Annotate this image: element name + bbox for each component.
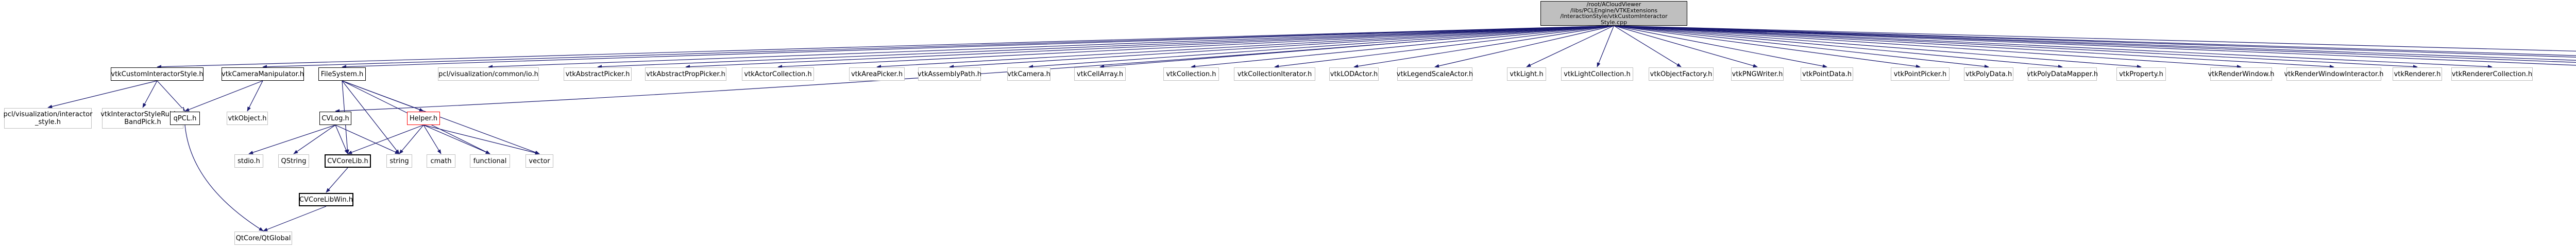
- graph-node-areapicker: vtkAreaPicker.h: [849, 67, 905, 81]
- graph-node-qtglobal: QtCore/QtGlobal: [234, 232, 292, 245]
- graph-edge-root-abstractproppicker: [685, 25, 1614, 69]
- graph-edge-root-lodactor: [1353, 25, 1614, 68]
- graph-node-manipulator[interactable]: vtkCameraManipulator.h: [222, 67, 304, 81]
- graph-node-functional: functional: [470, 154, 510, 168]
- graph-edge-helper-string: [399, 124, 424, 154]
- graph-edge-root-lightcollection: [1597, 25, 1615, 67]
- graph-node-renderwindowinteractor: vtkRenderWindowInteractor.h: [2284, 67, 2384, 81]
- graph-node-cmath: cmath: [427, 154, 455, 168]
- graph-edge-cvlog-string: [335, 124, 400, 154]
- graph-node-string: string: [386, 154, 412, 168]
- graph-node-collection: vtkCollection.h: [1163, 67, 1219, 81]
- graph-edge-root-customstyle: [157, 25, 1614, 69]
- graph-node-qpcl[interactable]: qPCL.h: [170, 112, 200, 125]
- graph-edge-root-polydatamapper: [1614, 25, 2063, 68]
- graph-node-interactorstyle: pcl/visualization/interactor _style.h: [4, 108, 92, 129]
- graph-node-assemblypath: vtkAssemblyPath.h: [918, 67, 981, 81]
- graph-edge-root-version: [1614, 25, 2576, 61]
- graph-edge-root-collection: [1191, 25, 1614, 68]
- graph-edge-root-areapicker: [876, 25, 1614, 69]
- graph-edge-root-textproperty: [1614, 25, 2576, 63]
- graph-node-abstractproppicker: vtkAbstractPropPicker.h: [645, 67, 726, 81]
- graph-edge-root-renderwindowinteractor: [1614, 25, 2334, 69]
- graph-edge-root-objectfactory: [1614, 25, 1682, 67]
- graph-edge-cvcorelibwin-qtglobal: [263, 206, 327, 232]
- graph-node-pointdata: vtkPointData.h: [1801, 67, 1853, 81]
- graph-edge-helper-cvcorelib: [347, 124, 424, 154]
- graph-node-light: vtkLight.h: [1507, 67, 1546, 81]
- graph-node-vector: vector: [526, 154, 553, 168]
- graph-edge-manipulator-qpcl: [184, 80, 263, 112]
- graph-edge-root-abstractpicker: [597, 25, 1614, 69]
- graph-edge-root-manipulator: [262, 25, 1614, 69]
- graph-edge-root-light: [1526, 25, 1614, 67]
- graph-node-helper[interactable]: Helper.h: [407, 112, 440, 125]
- graph-node-customstyle[interactable]: vtkCustomInteractorStyle.h: [111, 67, 204, 81]
- graph-node-abstractpicker: vtkAbstractPicker.h: [564, 67, 632, 81]
- graph-edge-customstyle-qpcl: [157, 80, 185, 112]
- graph-edge-root-renderercollection: [1614, 25, 2493, 69]
- graph-node-legendscaleactor: vtkLegendScaleActor.h: [1397, 67, 1473, 81]
- graph-edge-root-polydata: [1614, 25, 1989, 68]
- graph-node-lightcollection: vtkLightCollection.h: [1561, 67, 1633, 81]
- graph-node-pclio: pcl/visualization/common/io.h: [438, 67, 539, 81]
- graph-node-actorcollection: vtkActorCollection.h: [742, 67, 814, 81]
- graph-edge-root-assemblypath: [949, 25, 1614, 68]
- graph-edge-root-pclio: [488, 25, 1614, 69]
- graph-edge-root-legendscaleactor: [1434, 25, 1614, 68]
- graph-node-qstring: QString: [278, 154, 309, 168]
- graph-node-renderer: vtkRenderer.h: [2393, 67, 2442, 81]
- graph-node-renderercollection: vtkRendererCollection.h: [2451, 67, 2533, 81]
- graph-edge-root-actorcollection: [777, 25, 1614, 69]
- graph-node-cvlog[interactable]: CVLog.h: [319, 112, 351, 125]
- graph-edge-manipulator-vtkobject: [247, 80, 263, 112]
- graph-edge-cvcorelib-cvcorelibwin: [326, 167, 348, 193]
- graph-node-renderwindow: vtkRenderWindow.h: [2208, 67, 2275, 81]
- graph-node-root: /root/ACloudViewer /libs/PCLEngine/VTKEx…: [1540, 1, 1687, 26]
- graph-edge-customstyle-rubberband: [142, 80, 158, 108]
- graph-edge-root-property: [1614, 25, 2142, 68]
- graph-edge-root-pointpicker: [1614, 25, 1921, 68]
- graph-edge-cvlog-qstring: [293, 124, 336, 154]
- graph-node-cvcorelib[interactable]: CVCoreLib.h: [325, 154, 371, 168]
- graph-node-property: vtkProperty.h: [2116, 67, 2166, 81]
- graph-edge-root-filesystem: [342, 25, 1614, 69]
- graph-edge-root-pngwriter: [1614, 25, 1758, 68]
- graph-edge-customstyle-interactorstyle: [47, 80, 158, 109]
- graph-node-polydatamapper: vtkPolyDataMapper.h: [2027, 67, 2098, 81]
- graph-edge-cvlog-stdio: [248, 124, 336, 154]
- graph-edge-root-renderer: [1614, 25, 2418, 69]
- graph-node-cellarray: vtkCellArray.h: [1074, 67, 1126, 81]
- graph-node-stdio: stdio.h: [234, 154, 263, 168]
- graph-edge-root-collectioniterator: [1274, 25, 1614, 68]
- graph-node-camera: vtkCamera.h: [1007, 67, 1050, 81]
- graph-node-polydata: vtkPolyData.h: [1964, 67, 2013, 81]
- graph-edge-root-windowtoimagefilter: [1614, 25, 2576, 58]
- graph-node-rubberband: vtkInteractorStyleRubber BandPick.h: [100, 108, 185, 129]
- graph-node-pngwriter: vtkPNGWriter.h: [1731, 67, 1784, 81]
- graph-edge-root-list: [1614, 25, 2576, 56]
- graph-edge-filesystem-string: [342, 80, 400, 154]
- graph-edge-root-renderwindow: [1614, 25, 2242, 68]
- graph-node-pointpicker: vtkPointPicker.h: [1891, 67, 1950, 81]
- graph-edge-helper-functional: [423, 124, 490, 154]
- graph-node-objectfactory: vtkObjectFactory.h: [1649, 67, 1714, 81]
- graph-node-vtkobject: vtkObject.h: [227, 112, 268, 125]
- graph-edge-qpcl-qtglobal: [184, 124, 264, 232]
- graph-edge-root-scalarbaractor: [1614, 25, 2576, 66]
- graph-node-collectioniterator: vtkCollectionIterator.h: [1234, 67, 1315, 81]
- graph-node-cvcorelibwin[interactable]: CVCoreLibWin.h: [299, 193, 353, 206]
- graph-edge-root-camera: [1028, 25, 1614, 68]
- graph-edge-cvlog-cvcorelib: [335, 124, 348, 154]
- graph-node-lodactor: vtkLODActor.h: [1329, 67, 1379, 81]
- graph-edge-helper-vector: [423, 124, 540, 155]
- graph-edge-filesystem-vector: [342, 80, 540, 154]
- graph-edge-helper-cmath: [423, 124, 442, 154]
- graph-edge-root-vbomapper: [1614, 25, 2576, 52]
- graph-node-filesystem[interactable]: FileSystem.h: [318, 67, 366, 81]
- graph-edge-root-pointdata: [1614, 25, 1827, 68]
